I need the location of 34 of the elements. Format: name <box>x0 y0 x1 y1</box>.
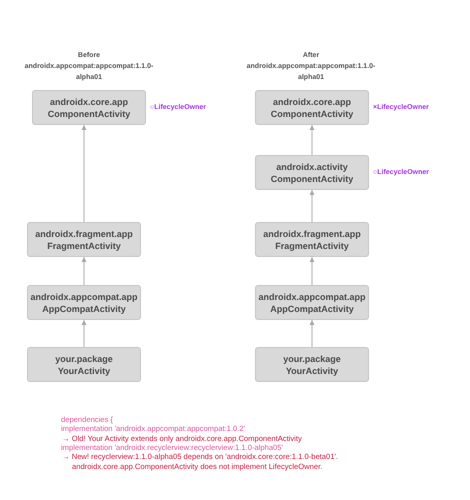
package-name: your.package <box>283 352 341 364</box>
class-box <box>255 155 369 190</box>
class-name: ComponentActivity <box>270 172 354 184</box>
class-box <box>255 347 369 382</box>
inheritance-arrow <box>310 320 314 348</box>
class-name: AppCompatActivity <box>42 302 126 314</box>
package-name: androidx.fragment.app <box>263 228 361 240</box>
package-name: androidx.appcompat.app <box>258 290 366 302</box>
class-name: YourActivity <box>286 364 338 376</box>
inheritance-arrow <box>82 256 86 286</box>
inheritance-arrow <box>82 124 86 222</box>
package-name: androidx.core.app <box>272 96 352 108</box>
package-name: androidx.core.app <box>50 96 128 108</box>
class-name: FragmentActivity <box>275 240 349 252</box>
package-name: androidx.activity <box>276 160 348 172</box>
class-box <box>255 285 369 320</box>
class-box <box>255 90 369 125</box>
class-name: FragmentActivity <box>47 240 121 252</box>
class-box <box>32 90 146 125</box>
class-name: YourActivity <box>58 364 110 376</box>
class-box <box>255 222 369 257</box>
package-name: androidx.appcompat.app <box>30 290 138 302</box>
class-box <box>27 347 141 382</box>
class-box <box>27 285 141 320</box>
package-name: androidx.fragment.app <box>35 228 133 240</box>
inheritance-arrow <box>310 256 314 286</box>
package-name: your.package <box>55 352 113 364</box>
class-name: ComponentActivity <box>48 108 130 120</box>
class-name: ComponentActivity <box>270 108 354 120</box>
class-name: AppCompatActivity <box>270 302 354 314</box>
inheritance-arrow <box>82 320 86 348</box>
class-box <box>27 222 141 257</box>
inheritance-arrow <box>310 124 314 156</box>
inheritance-arrow <box>310 190 314 222</box>
